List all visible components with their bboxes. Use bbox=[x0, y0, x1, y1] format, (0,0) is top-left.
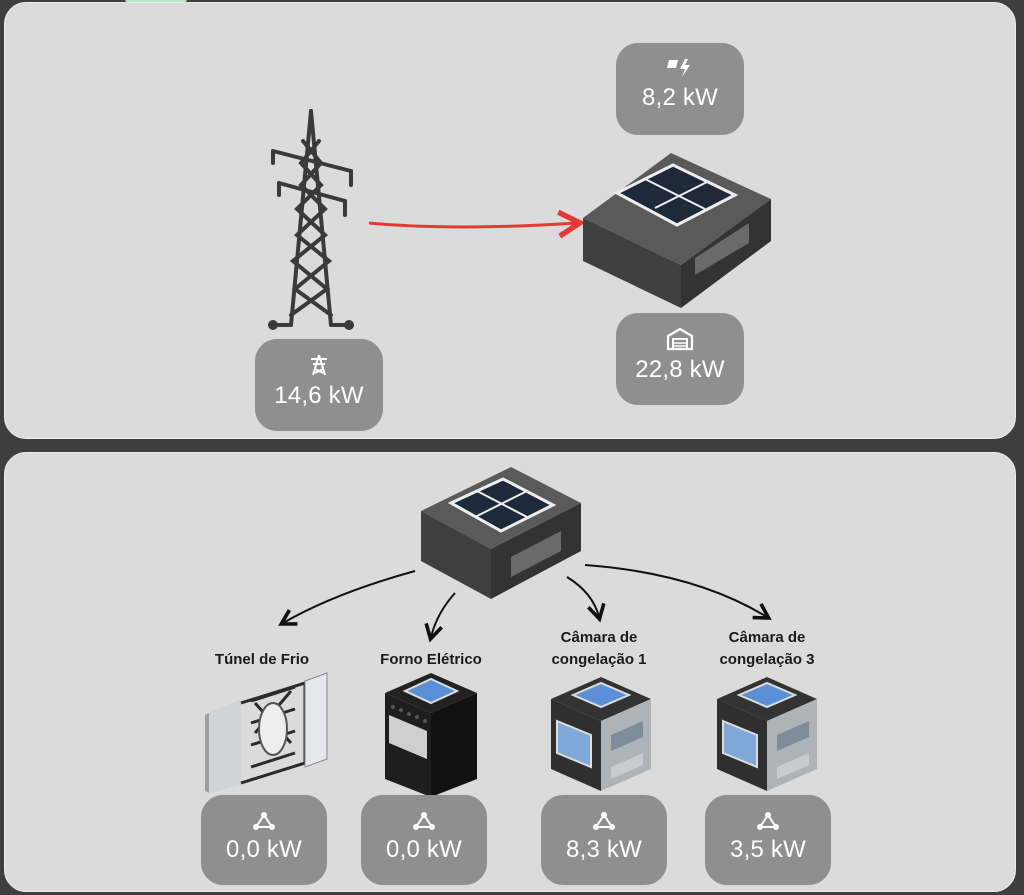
grid-power-pill: 14,6 kW bbox=[255, 339, 383, 431]
distribution-arrows bbox=[278, 564, 772, 643]
grid-to-building-flow-arrow bbox=[368, 209, 586, 239]
consumer-label-electric-oven: Forno Elétrico bbox=[380, 651, 482, 668]
consumer-pill-freezer-1: 8,3 kW bbox=[541, 795, 667, 885]
warehouse-icon bbox=[616, 327, 744, 356]
transmission-tower bbox=[268, 109, 354, 330]
consumers-panel: Túnel de Frio Forno Elétrico Câmara de c… bbox=[4, 452, 1016, 892]
cold-tunnel-device bbox=[205, 672, 328, 793]
consumer-label-freezer-1: Câmara de congelação 1 bbox=[551, 629, 647, 668]
distribution-icon bbox=[201, 811, 327, 836]
building-consumption-pill: 22,8 kW bbox=[616, 313, 744, 405]
consumers-diagram bbox=[205, 467, 817, 797]
energy-flow-diagram bbox=[268, 109, 771, 330]
freezer-chamber-1-device bbox=[551, 677, 651, 791]
consumer-pill-electric-oven: 0,0 kW bbox=[361, 795, 487, 885]
consumer-value-cold-tunnel: 0,0 kW bbox=[226, 836, 302, 863]
central-building-with-solar bbox=[421, 467, 581, 599]
consumer-label-freezer-3: Câmara de congelação 3 bbox=[719, 629, 815, 668]
building-consumption-value: 22,8 kW bbox=[635, 356, 725, 383]
building-with-solar bbox=[583, 153, 771, 308]
consumer-pill-freezer-3: 3,5 kW bbox=[705, 795, 831, 885]
solar-power-pill: 8,2 kW bbox=[616, 43, 744, 135]
consumer-value-electric-oven: 0,0 kW bbox=[386, 836, 462, 863]
distribution-icon bbox=[705, 811, 831, 836]
energy-flow-panel: 8,2 kW 22,8 kW 14,6 kW bbox=[4, 2, 1016, 439]
consumer-pill-cold-tunnel: 0,0 kW bbox=[201, 795, 327, 885]
freezer-chamber-3-device bbox=[717, 677, 817, 791]
electric-oven-device bbox=[385, 673, 477, 797]
solar-power-icon bbox=[616, 57, 744, 84]
distribution-icon bbox=[361, 811, 487, 836]
transmission-tower-icon bbox=[255, 353, 383, 382]
consumer-value-freezer-1: 8,3 kW bbox=[566, 836, 642, 863]
grid-power-value: 14,6 kW bbox=[274, 382, 364, 409]
consumer-value-freezer-3: 3,5 kW bbox=[730, 836, 806, 863]
consumer-label-cold-tunnel: Túnel de Frio bbox=[214, 651, 310, 668]
distribution-icon bbox=[541, 811, 667, 836]
solar-power-value: 8,2 kW bbox=[642, 84, 718, 111]
